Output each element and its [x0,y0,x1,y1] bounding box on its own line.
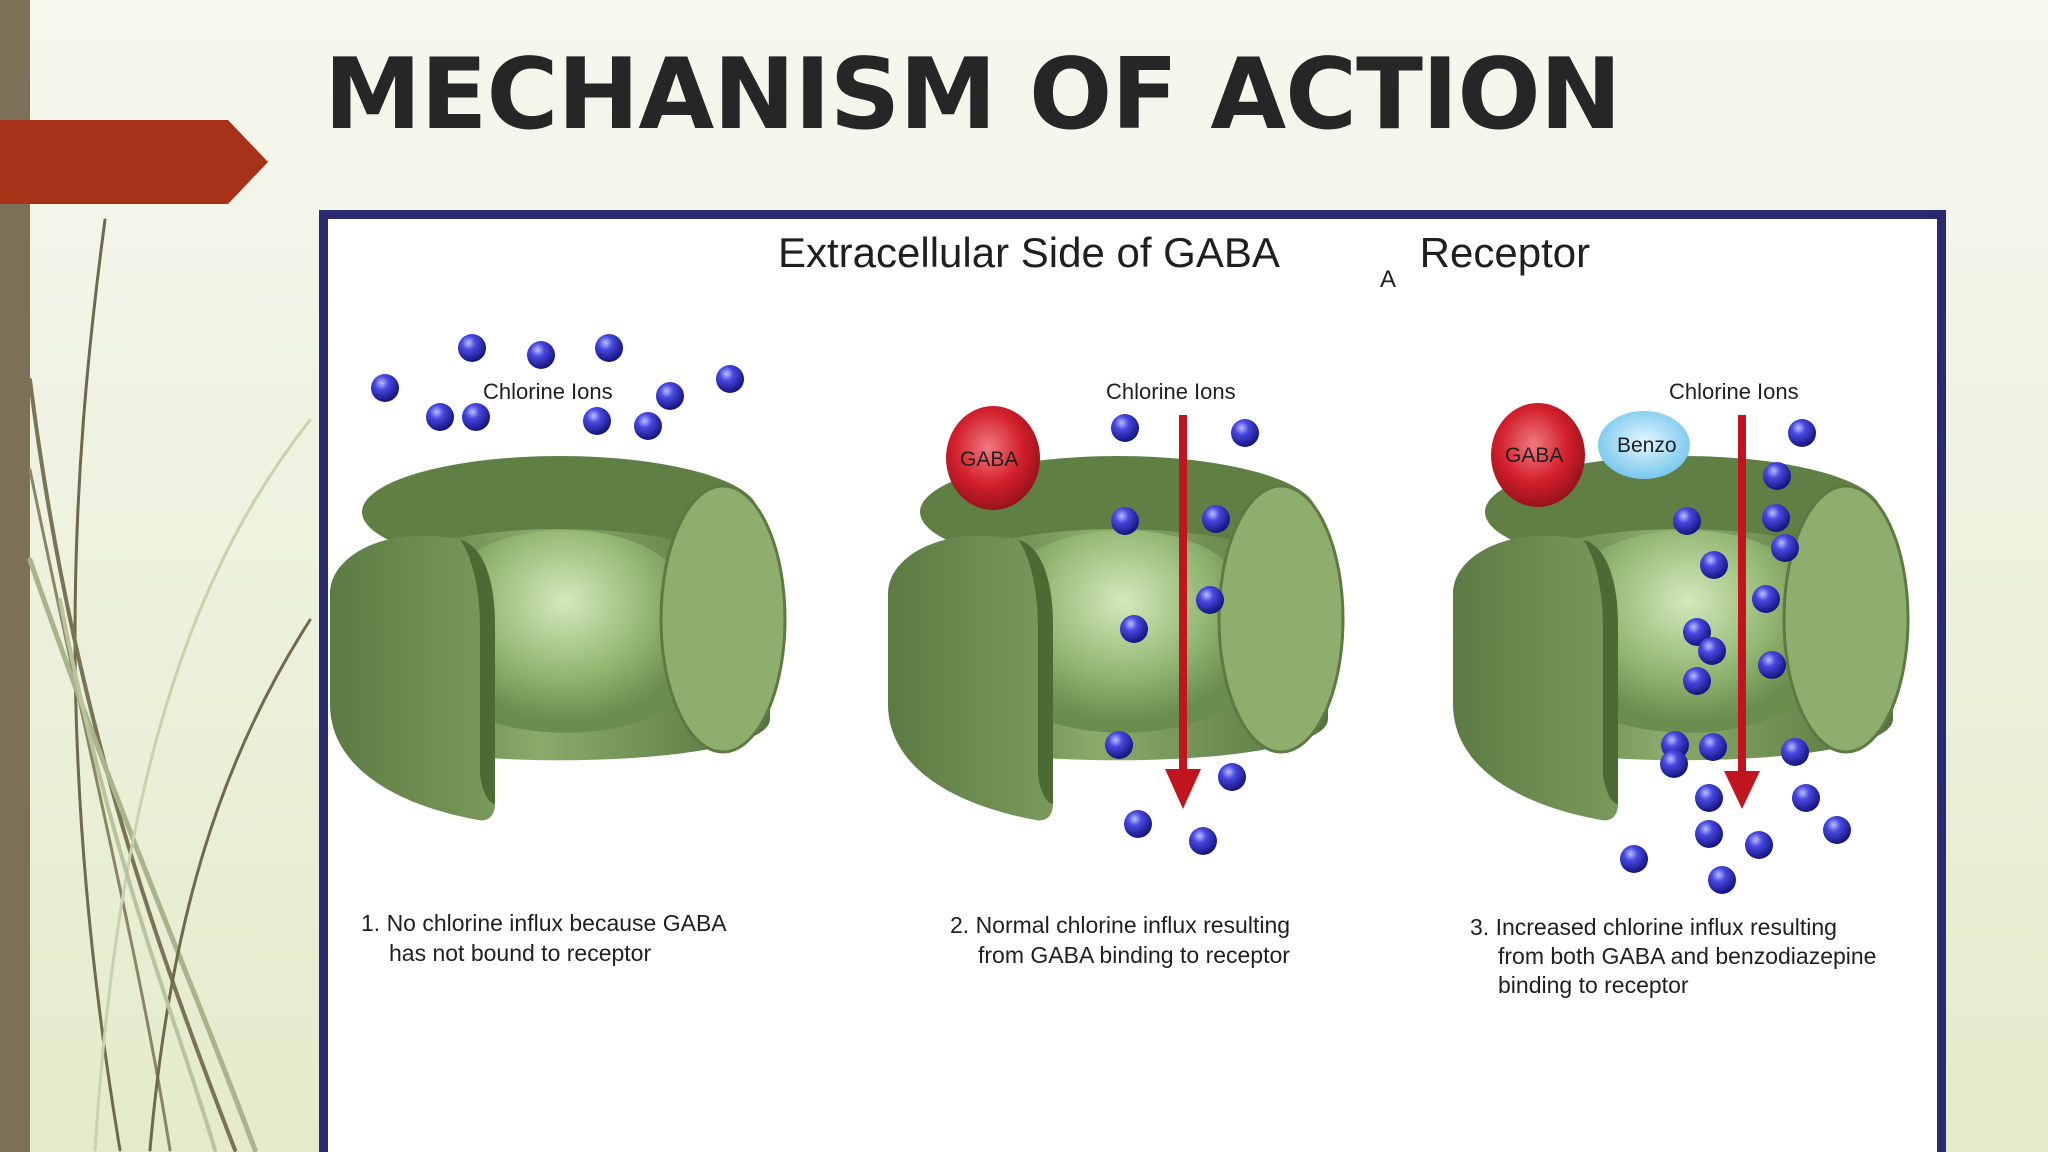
panel-2-ion-label: Chlorine Ions [1106,379,1236,404]
panel-1-receptor [328,454,787,822]
figure-title-subscript: A [1380,266,1396,293]
panel-1-no-influx: Chlorine Ions 1. No chlorine influx beca… [328,334,787,966]
panel-2-gaba-molecule: GABA [946,406,1040,510]
title-accent-flag [0,120,268,204]
panel-3-increased-influx: Chlorine Ions [1451,379,1910,998]
panel-2-influx-arrow [1165,415,1201,809]
panel-2-caption-line1: 2. Normal chlorine influx resulting [950,912,1290,938]
panel-2-gaba-label: GABA [960,448,1018,471]
panel-3-caption-line3: binding to receptor [1498,972,1689,998]
panel-3-gaba-label: GABA [1505,444,1563,467]
panel-1-ion-label: Chlorine Ions [483,379,613,404]
panel-2-caption-line2: from GABA binding to receptor [978,942,1290,968]
panel-3-caption-line2: from both GABA and benzodiazepine [1498,943,1876,969]
slide-title: MECHANISM OF ACTION [324,38,1622,152]
panel-3-benzo-label: Benzo [1617,434,1677,457]
panel-3-caption-line1: 3. Increased chlorine influx resulting [1470,914,1837,940]
panel-3-benzo-molecule: Benzo [1598,411,1690,479]
figure-title-tail: Receptor [1408,229,1590,276]
panel-3-ion-label: Chlorine Ions [1669,379,1799,404]
gaba-receptor-diagram: Extracellular Side of GABA A Receptor Ch… [328,229,1910,998]
gaba-receptor-figure: Extracellular Side of GABA A Receptor Ch… [319,210,1946,1152]
panel-3-influx-arrow [1724,415,1760,809]
panel-2-receptor [886,454,1345,822]
panel-3-gaba-molecule: GABA [1491,403,1585,507]
figure-title: Extracellular Side of GABA [778,229,1280,276]
panel-1-caption-line2: has not bound to receptor [389,940,651,966]
panel-2-normal-influx: Chlorine Ions GAB [886,379,1345,968]
decorative-grass-strokes [27,218,312,1152]
panel-1-caption-line1: 1. No chlorine influx because GABA [361,910,727,936]
